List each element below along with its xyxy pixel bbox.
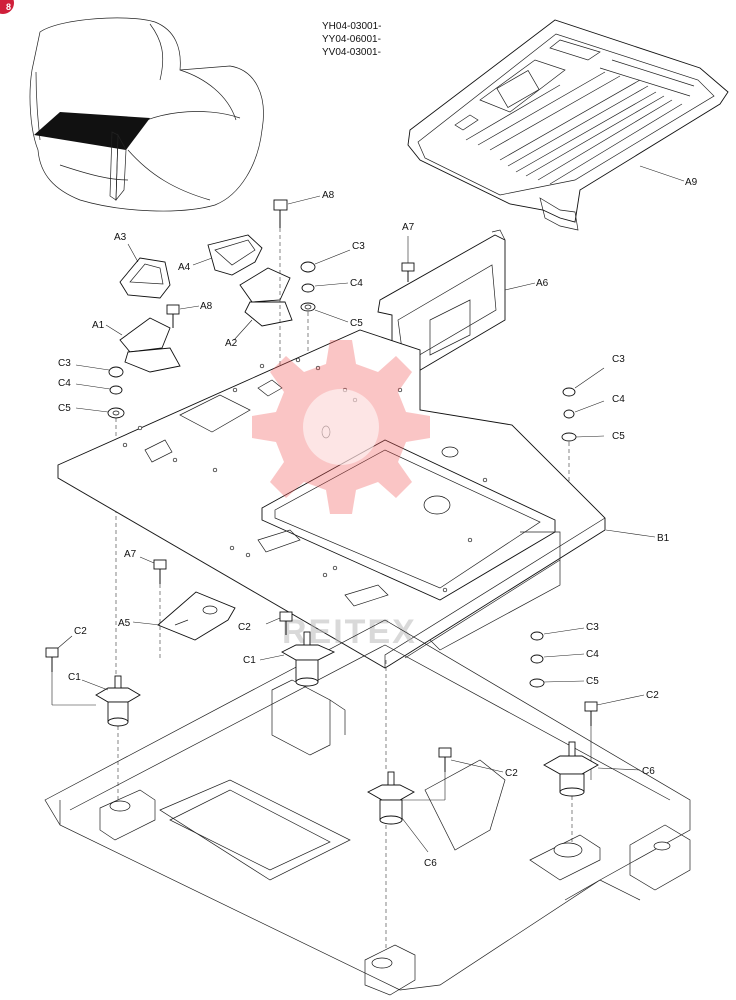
callout-a8-left: A8 xyxy=(200,301,213,312)
callout-a6: A6 xyxy=(536,278,549,289)
serial-3: YV04-03001- xyxy=(322,47,381,58)
page-badge-number: 8 xyxy=(5,2,11,12)
serial-2: YY04-06001- xyxy=(322,34,381,45)
callout-c2-right: C2 xyxy=(646,690,659,701)
washer-stack-right-upper: C3 C4 C5 xyxy=(561,354,625,520)
callout-a7-left: A7 xyxy=(124,549,137,560)
part-c6-mount-right: C6 xyxy=(543,741,655,845)
part-c2-bolt-right: C2 xyxy=(584,690,659,780)
callout-a5: A5 xyxy=(118,618,131,629)
callout-a4: A4 xyxy=(178,262,191,273)
callout-c2-center: C2 xyxy=(238,622,251,633)
part-c6-mount-center: C6 xyxy=(367,660,437,950)
callout-c4-right-lower: C4 xyxy=(586,649,599,660)
callout-c3-top: C3 xyxy=(352,241,365,252)
callout-c3-right-upper: C3 xyxy=(612,354,625,365)
callout-c5-left: C5 xyxy=(58,403,71,414)
part-a7-bolt-top: A7 xyxy=(401,222,415,282)
part-c1-mount-center: C1 xyxy=(243,631,336,687)
part-a9-floor-mat: A9 xyxy=(407,19,729,231)
callout-c4-right-upper: C4 xyxy=(612,394,625,405)
callout-c3-left: C3 xyxy=(58,358,71,369)
part-c2-bolt-left: C2 xyxy=(45,626,96,706)
washer-stack-left: C3 C4 C5 xyxy=(58,358,125,680)
callout-c3-right-lower: C3 xyxy=(586,622,599,633)
watermark-logo: REITEX xyxy=(252,340,430,651)
callout-a3: A3 xyxy=(114,232,127,243)
callout-c1-center: C1 xyxy=(243,655,256,666)
part-a6-bracket: A6 xyxy=(377,229,549,383)
part-a4-pedal-pad: A4 xyxy=(178,234,263,276)
washer-stack-top-center: C3 C4 C5 xyxy=(300,241,365,365)
mat-slots xyxy=(465,59,695,185)
serial-1: YH04-03001- xyxy=(322,21,381,32)
part-a8-bolt-left: A8 xyxy=(166,301,213,328)
part-b1-floor-plate: B1 xyxy=(57,329,670,669)
callout-b1: B1 xyxy=(657,533,670,544)
part-c2-bolt-lower: C2 xyxy=(400,747,518,801)
part-a7-bolt-left: A7 xyxy=(124,549,167,660)
callout-c6-center: C6 xyxy=(424,858,437,869)
callout-c5-top: C5 xyxy=(350,318,363,329)
page-badge: 8 xyxy=(0,0,14,14)
callout-c2-lower: C2 xyxy=(505,768,518,779)
part-a2-pedal: A2 xyxy=(225,267,293,349)
washer-stack-right-lower: C3 C4 C5 xyxy=(529,622,599,688)
location-thumbnail xyxy=(29,17,264,212)
part-a3-pedal-pad: A3 xyxy=(114,232,171,299)
serial-numbers: YH04-03001- YY04-06001- YV04-03001- xyxy=(322,21,381,58)
callout-a1: A1 xyxy=(92,320,105,331)
callout-c4-top: C4 xyxy=(350,278,363,289)
machine-frame xyxy=(44,619,691,996)
callout-c1-left: C1 xyxy=(68,672,81,683)
callout-a7-top: A7 xyxy=(402,222,415,233)
callout-c2-left: C2 xyxy=(74,626,87,637)
part-a5-plate: A5 xyxy=(118,591,236,641)
floor-highlight xyxy=(34,112,150,150)
callout-c4-left: C4 xyxy=(58,378,71,389)
part-c1-mount-left: C1 xyxy=(68,672,141,800)
callout-a2: A2 xyxy=(225,338,238,349)
plate-bolt-holes xyxy=(122,357,488,593)
callout-c5-right-upper: C5 xyxy=(612,431,625,442)
callout-a9: A9 xyxy=(685,177,698,188)
part-c2-bolt-center: C2 xyxy=(238,611,293,635)
callout-c6-right: C6 xyxy=(642,766,655,777)
part-a1-pedal: A1 xyxy=(92,317,181,373)
callout-a8-top: A8 xyxy=(322,190,335,201)
callout-c5-right-lower: C5 xyxy=(586,676,599,687)
